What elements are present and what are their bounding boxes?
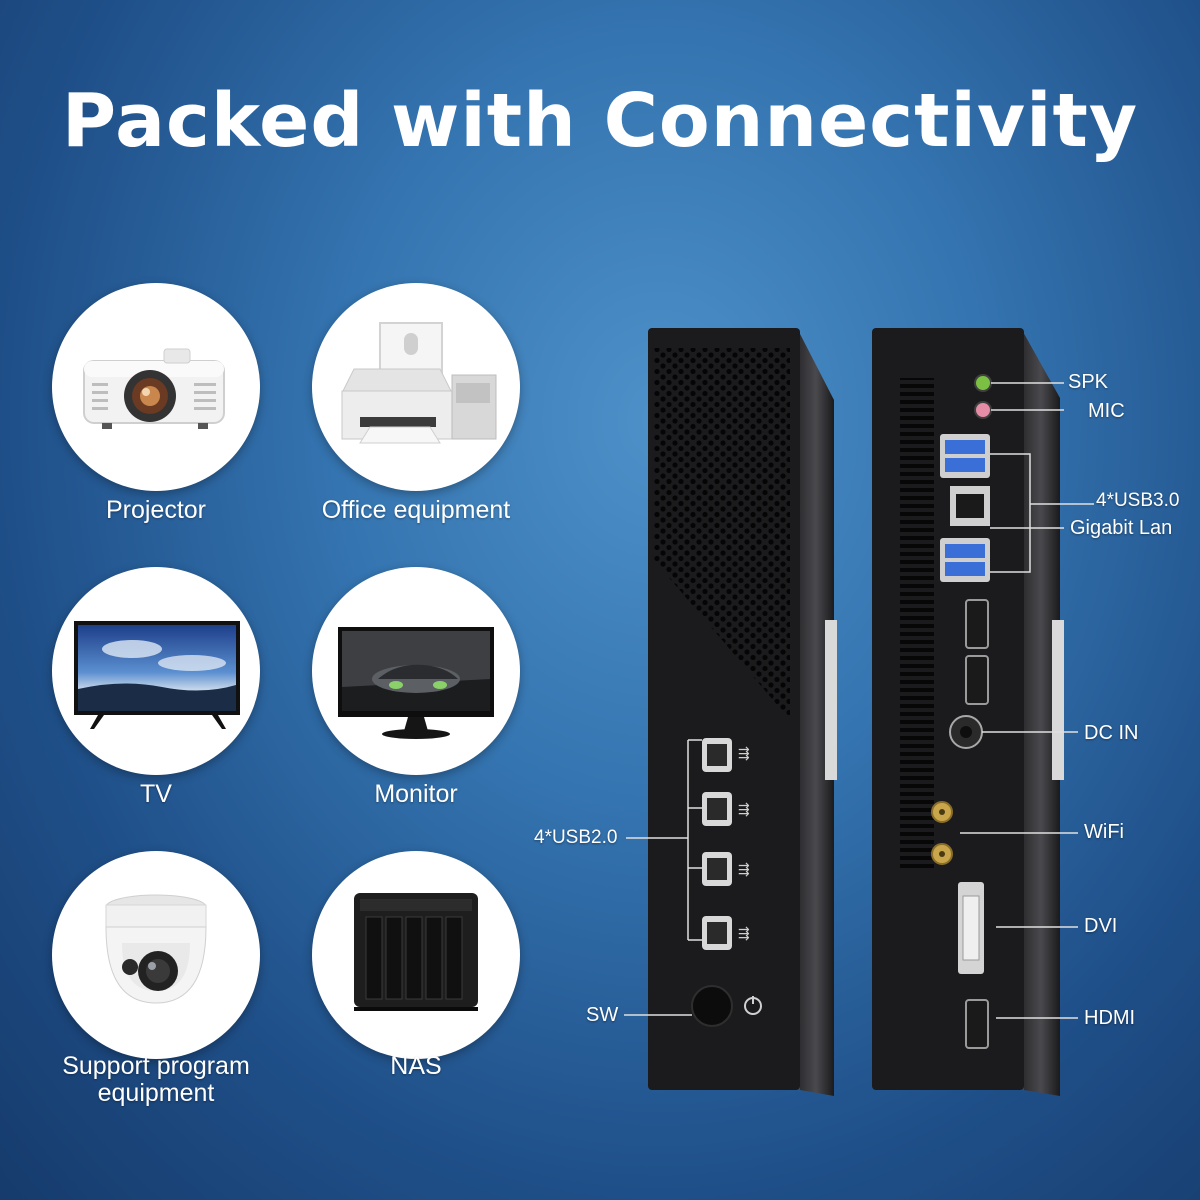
projector-icon — [52, 283, 260, 491]
label-dc-in: DC IN — [1084, 722, 1139, 744]
printer-icon — [312, 283, 520, 491]
usb3-port — [940, 434, 990, 478]
label-hdmi: HDMI — [1084, 1007, 1136, 1029]
usb-symbol-icon: ⇶ ⇶ ⇶ ⇶ — [738, 746, 750, 942]
security-camera-icon — [52, 851, 260, 1059]
device-label: Support program equipment — [62, 1052, 250, 1107]
label-usb3: 4*USB3.0 — [1096, 490, 1180, 511]
label-dvi: DVI — [1084, 915, 1118, 937]
dvi-port — [958, 882, 984, 974]
wifi-antenna-connector — [931, 843, 953, 865]
front-panel — [648, 328, 837, 1096]
speaker-jack — [974, 374, 992, 392]
leader-lines — [960, 382, 1094, 1019]
front-usb2-ports: ⇶ ⇶ ⇶ ⇶ — [626, 738, 750, 950]
headline: Packed with Connectivity — [61, 78, 1139, 164]
usb2-port — [702, 916, 732, 950]
svg-text:⇶: ⇶ — [738, 802, 750, 818]
usb3-port — [940, 538, 990, 582]
usb2-port — [702, 852, 732, 886]
hdmi-port — [965, 655, 989, 705]
label-spk: SPK — [1068, 371, 1109, 393]
mic-jack — [974, 401, 992, 419]
label-switch: SW — [586, 1004, 619, 1026]
device-label: Monitor — [374, 780, 458, 808]
svg-text:⇶: ⇶ — [738, 746, 750, 762]
svg-text:⇶: ⇶ — [738, 862, 750, 878]
lan-port — [950, 486, 990, 526]
device-label: TV — [140, 780, 172, 808]
label-mic: MIC — [1088, 400, 1125, 422]
hdmi-port — [965, 599, 989, 649]
usb2-port — [702, 792, 732, 826]
nas-icon — [312, 851, 520, 1059]
svg-text:⇶: ⇶ — [738, 926, 750, 942]
device-label: Office equipment — [321, 496, 511, 524]
monitor-icon — [312, 567, 520, 775]
dc-in-port — [949, 715, 983, 749]
hdmi-port — [965, 999, 989, 1049]
tv-icon — [52, 567, 260, 775]
power-switch — [624, 985, 762, 1027]
label-wifi: WiFi — [1084, 821, 1124, 843]
wifi-antenna-connector — [931, 801, 953, 823]
device-label: NAS — [390, 1052, 442, 1080]
usb2-port — [702, 738, 732, 772]
label-lan: Gigabit Lan — [1070, 517, 1173, 539]
device-label: Projector — [105, 496, 207, 524]
label-usb2: 4*USB2.0 — [534, 827, 618, 848]
